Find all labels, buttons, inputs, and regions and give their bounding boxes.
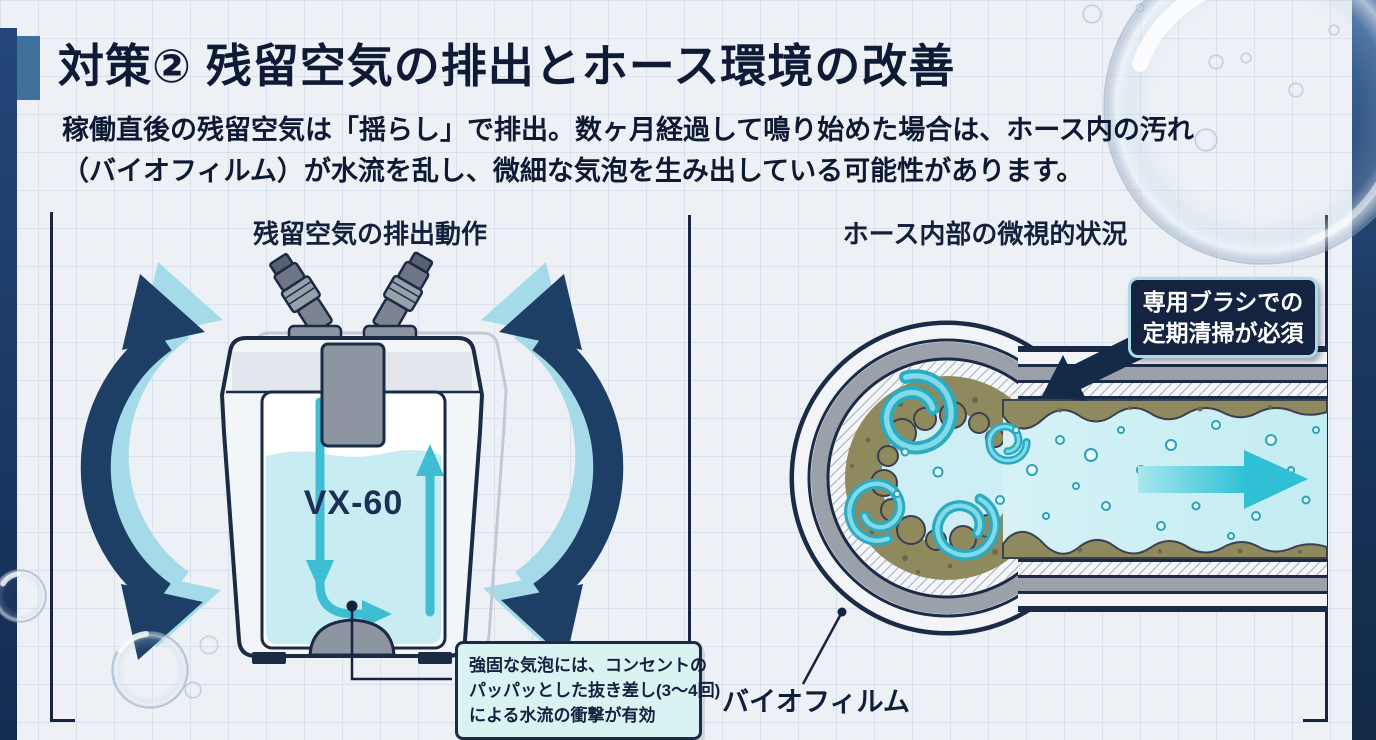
brush-cleaning-line-2: 定期清掃が必須 bbox=[1142, 319, 1304, 346]
bubble-decoration bbox=[0, 0, 1376, 709]
page-title: 対策② 残留空気の排出とホース環境の改善 bbox=[58, 40, 956, 92]
unplug-tip-line-1: 強固な気泡には、コンセントの bbox=[469, 656, 707, 675]
flow-direction-arrow bbox=[1138, 450, 1308, 509]
biofilm-label: バイオフィルム bbox=[722, 687, 910, 717]
left-panel-heading: 残留空気の排出動作 bbox=[252, 219, 487, 249]
brush-cleaning-callout: 専用ブラシでの 定期清掃が必須 bbox=[1128, 277, 1318, 358]
unplug-tip-callout: 強固な気泡には、コンセントの パッパッとした抜き差し(3〜4回) による水流の衝… bbox=[455, 641, 721, 740]
panel-divider-line bbox=[688, 215, 691, 722]
left-frame-line bbox=[50, 212, 53, 722]
left-frame-foot bbox=[50, 719, 75, 722]
hose-cross-section-illustration bbox=[789, 320, 1328, 685]
right-frame-foot bbox=[1303, 719, 1328, 722]
page-subtitle: 稼働直後の残留空気は「揺らし」で排出。数ヶ月経過して鳴り始めた場合は、ホース内の… bbox=[62, 110, 1194, 192]
biofilm-pointer bbox=[801, 607, 847, 685]
left-edge-accent-bar bbox=[0, 28, 17, 740]
subtitle-line-2: （バイオフィルム）が水流を乱し、微細な気泡を生み出している可能性があります。 bbox=[62, 156, 1084, 186]
title-accent-block bbox=[17, 36, 40, 100]
unplug-tip-line-3: による水流の衝撃が有効 bbox=[469, 706, 656, 725]
shake-arrow-left bbox=[96, 262, 223, 660]
brush-cleaning-line-1: 専用ブラシでの bbox=[1142, 288, 1304, 315]
filter-handle bbox=[320, 342, 386, 448]
subtitle-line-1: 稼働直後の残留空気は「揺らし」で排出。数ヶ月経過して鳴り始めた場合は、ホース内の… bbox=[62, 115, 1194, 145]
canister-filter-illustration bbox=[220, 251, 508, 681]
device-model-label: VX-60 bbox=[303, 484, 404, 522]
right-panel-heading: ホース内部の微視的状況 bbox=[842, 219, 1128, 249]
callout-pointer-left bbox=[346, 600, 452, 681]
biofilm-bands bbox=[1002, 399, 1328, 559]
unplug-tip-line-2: パッパッとした抜き差し(3〜4回) bbox=[469, 681, 721, 700]
internal-flow-arrows bbox=[306, 397, 444, 628]
